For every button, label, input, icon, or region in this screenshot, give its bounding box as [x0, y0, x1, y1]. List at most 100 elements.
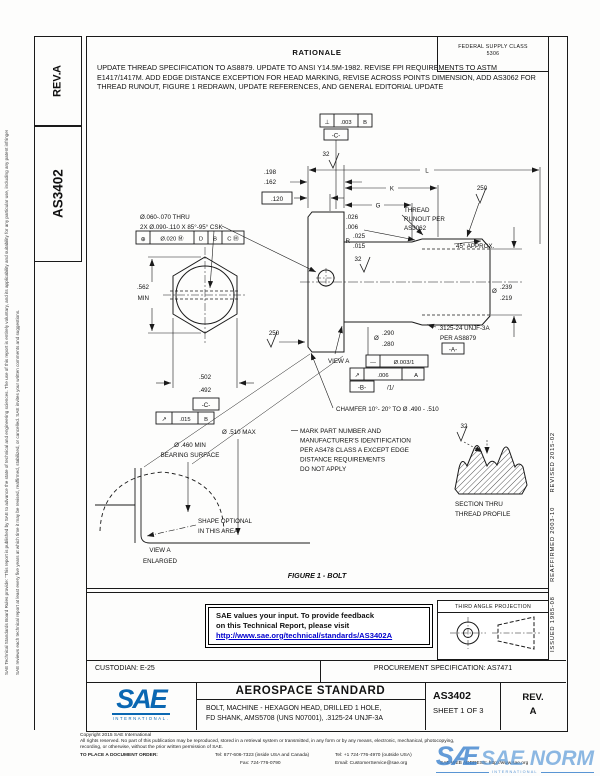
finish-32-section: 32	[461, 423, 468, 430]
datum-a: -A-	[449, 347, 457, 354]
perpendicularity-tolerance: .003	[340, 120, 351, 126]
finish-250-thread: 250	[477, 185, 488, 192]
sae-norm-watermark: SÆ SAE NORM INTERNATIONAL	[435, 741, 594, 774]
fillet-radius-max: .025	[353, 233, 366, 240]
section-label-2: THREAD PROFILE	[455, 511, 510, 518]
minor-dia-symbol: Ø	[492, 288, 497, 295]
footer-tel-outside: Tel: +1 724-776-4970 (outside USA)	[335, 753, 412, 758]
thread-profile-section	[454, 445, 528, 495]
info-row-divider	[320, 660, 321, 682]
minor-dia-min: .219	[500, 295, 513, 302]
head-height-max: .198	[264, 169, 277, 176]
projection-title: THIRD ANGLE PROJECTION	[438, 601, 548, 613]
view-a-enlarged-1: VIEW A	[149, 547, 171, 554]
finish-250-bearing: 250	[269, 330, 280, 337]
marking-note-3: PER AS478 CLASS A EXCEPT EDGE	[300, 447, 409, 454]
hex-runout-symbol: ↗	[162, 417, 167, 423]
footer-fax: Fax: 724-776-0790	[240, 761, 281, 766]
thread-runout-note-2: RUNOUT PER	[404, 216, 445, 223]
fillet-radius-min: .015	[353, 243, 366, 250]
sidebar-rev-box: REV. A	[34, 36, 82, 126]
gdt-frames	[135, 113, 465, 425]
watermark-sae-logo: SÆ	[435, 741, 479, 771]
title-divider-1	[196, 682, 197, 730]
footer-order-label: TO PLACE A DOCUMENT ORDER:	[80, 753, 158, 758]
bolt-side-view	[300, 211, 522, 353]
runout-symbol: ↗	[355, 373, 360, 379]
per-unit-note: /1/	[387, 385, 394, 392]
sae-logo-text: SAE	[112, 686, 170, 715]
title-divider-2	[425, 682, 426, 730]
hex-across-corners-value: .562	[137, 284, 150, 291]
main-frame	[86, 36, 568, 732]
right-margin-divider	[548, 36, 549, 660]
title-block-center: AEROSPACE STANDARD BOLT, MACHINE - HEXAG…	[196, 682, 425, 730]
section-label-1: SECTION THRU	[455, 501, 503, 508]
runout-datum: A	[414, 373, 418, 379]
datum-c-head: -C-	[332, 133, 341, 140]
third-angle-projection-icon	[450, 616, 540, 650]
left-border	[34, 36, 35, 730]
title-block-rev-cell: REV. A	[500, 682, 566, 739]
marking-note-5: DO NOT APPLY	[300, 466, 347, 473]
figure-caption: FIGURE 1 - BOLT	[287, 571, 347, 580]
fsc-line1: FEDERAL SUPPLY CLASS	[458, 44, 528, 50]
footer-email[interactable]: Email: CustomerService@sae.org	[335, 761, 408, 766]
marking-note-1: MARK PART NUMBER AND	[300, 428, 381, 435]
shank-dia-symbol: Ø	[374, 335, 379, 342]
left-margin-legal-text-1: SAE Technical Standards Board Rules prov…	[4, 130, 9, 675]
bearing-surface-dia: Ø .460 MIN	[174, 442, 206, 449]
position-datum-3: C Ⓜ	[227, 235, 239, 243]
perpendicularity-datum: B	[363, 120, 367, 126]
fsc-line2: 5306	[486, 50, 500, 57]
bearing-surface-label: BEARING SURFACE	[161, 452, 220, 459]
standard-description-2: FD SHANK, AMS5708 (UNS N07001), .3125-24…	[206, 715, 383, 722]
position-datum-1: D	[199, 237, 203, 243]
minor-dia-max: .239	[500, 284, 513, 291]
dim-L: L	[425, 168, 429, 175]
position-tolerance: Ø.020 Ⓜ	[160, 235, 183, 243]
marking-note-2: MANUFACTURER'S IDENTIFICATION	[300, 438, 411, 445]
thread-runout-note-1: THREAD	[404, 207, 430, 214]
dim-K: K	[390, 186, 395, 193]
hex-runout-datum: B	[204, 417, 208, 423]
document-number: AS3402	[433, 690, 471, 702]
footer-rights-1: All rights reserved. No part of this pub…	[80, 739, 455, 744]
thread-callout: .3125-24 UNJF-3A	[438, 325, 490, 332]
drill-note-line2: 2X Ø.090-.110 X 85°-95° CSK	[140, 224, 223, 231]
sheet-number: SHEET 1 OF 3	[433, 706, 484, 715]
shank-dia-max: .290	[382, 330, 395, 337]
feedback-line2: on this Technical Report, please visit	[216, 620, 350, 630]
sidebar-rev-label: REV.	[51, 72, 64, 98]
shape-optional-2: IN THIS AREA	[198, 528, 239, 535]
rev-label: REV.	[522, 692, 544, 703]
drill-note-line1: Ø.060-.070 THRU	[140, 214, 190, 221]
chamfer-note: CHAMFER 10°- 20° TO Ø .490 - .510	[336, 406, 439, 413]
view-a-enlarged-2: ENLARGED	[143, 558, 178, 565]
sidebar-doc-number: AS3402	[34, 126, 82, 262]
revision-history: ISSUED 1985-08 REAFFIRMED 2003-10 REVISE…	[550, 432, 556, 652]
bolt-hex-head-view	[163, 247, 247, 343]
footer-copyright: Copyright 2015 SAE International	[80, 733, 152, 738]
footer-tel-inside: Tel: 877-606-7323 (inside USA and Canada…	[215, 753, 310, 758]
finish-32-fillet: 32	[355, 256, 362, 263]
projection-box: THIRD ANGLE PROJECTION	[437, 600, 549, 660]
feedback-box: SAE values your input. To provide feedba…	[205, 604, 433, 648]
sidebar-rev-value: A	[51, 64, 64, 73]
marking-note-4: DISTANCE REQUIREMENTS	[300, 457, 385, 464]
rationale-title: RATIONALE	[292, 48, 342, 57]
sae-logo: SAE INTERNATIONAL.	[86, 682, 196, 734]
watermark-subtext: INTERNATIONAL	[492, 770, 538, 774]
shape-optional-1: SHAPE OPTIONAL	[198, 518, 253, 525]
across-flats-min: .492	[199, 387, 212, 394]
footer-web-address[interactable]: SAE WEB ADDRESS: http://www.sae.org	[440, 761, 529, 766]
hex-runout-tolerance: .015	[179, 417, 190, 423]
feedback-link[interactable]: http://www.sae.org/technical/standards/A…	[216, 630, 393, 640]
standard-description-1: BOLT, MACHINE - HEXAGON HEAD, DRILLED 1 …	[206, 705, 382, 712]
datum-b: -B-	[358, 385, 366, 392]
perpendicularity-symbol: ⊥	[324, 119, 329, 126]
head-max-dia: Ø .510 MAX	[222, 429, 256, 436]
view-a-label: VIEW A	[328, 358, 350, 365]
position-symbol: ⊕	[141, 237, 146, 243]
